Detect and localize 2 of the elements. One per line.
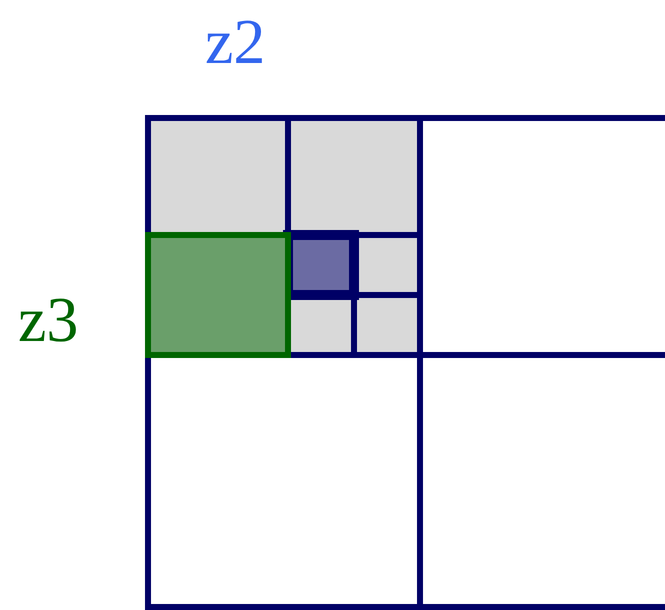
axis-label: z3 xyxy=(18,288,78,352)
axis-label: z2 xyxy=(205,10,266,74)
